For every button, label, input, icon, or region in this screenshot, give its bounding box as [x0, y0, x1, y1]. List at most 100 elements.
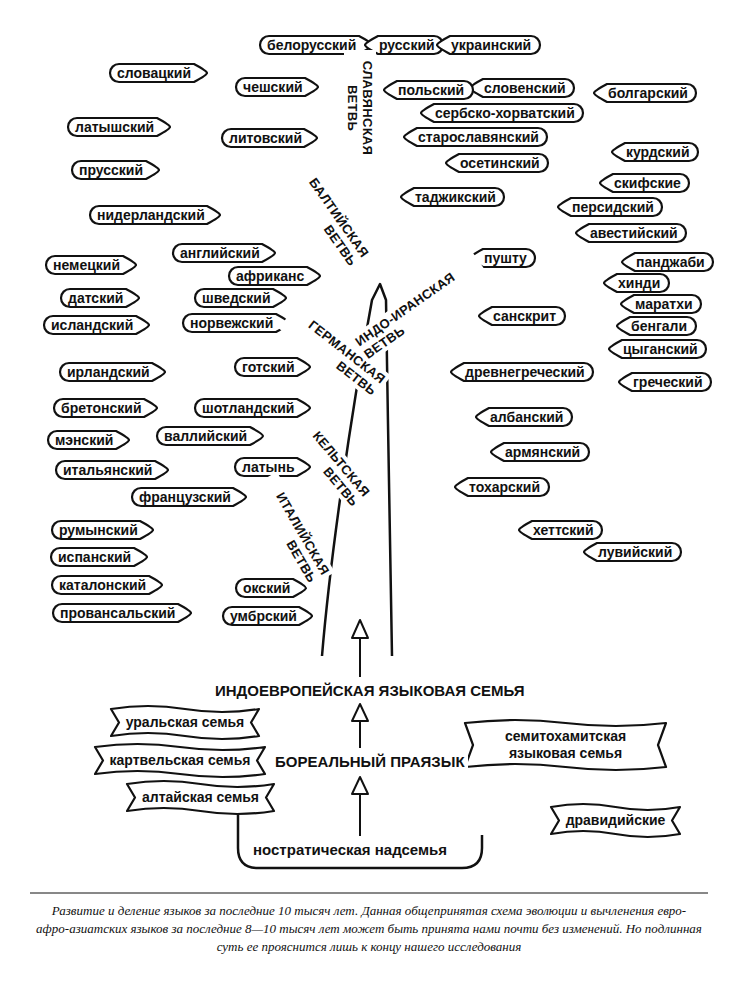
language-leaf: армянский: [490, 442, 590, 462]
branch-label: ИТАЛИЙСКАЯ ВЕТВЬ: [249, 472, 335, 588]
language-name: сербско-хорватский: [435, 105, 576, 121]
language-name: словенский: [484, 80, 567, 96]
caption-rule: [30, 893, 708, 894]
language-name: словацкий: [117, 65, 193, 81]
language-leaf: авестийский: [575, 223, 687, 243]
language-name: семитохамитская языковая семья: [479, 728, 652, 762]
family-ribbon: семитохамитская языковая семья: [465, 719, 666, 771]
language-name: бретонский: [61, 400, 143, 416]
language-leaf: бретонский: [53, 398, 158, 418]
language-name: хеттский: [533, 522, 595, 538]
language-leaf: ирландский: [59, 362, 166, 382]
language-leaf: осетинский: [445, 153, 549, 173]
language-name: готский: [242, 359, 296, 375]
language-name: русский: [379, 37, 436, 53]
language-name: латынь: [242, 459, 296, 475]
language-name: лувийский: [598, 544, 674, 560]
language-name: уральская семья: [125, 714, 245, 731]
language-leaf: персидский: [557, 197, 663, 217]
language-name: хинди: [618, 275, 662, 291]
language-leaf: албанский: [475, 407, 573, 427]
language-leaf: мэнский: [47, 430, 130, 450]
language-leaf: маратхи: [620, 294, 702, 314]
language-name: курдский: [626, 144, 691, 160]
language-leaf: таджикский: [400, 187, 505, 207]
language-name: албанский: [490, 409, 565, 425]
figure-caption: Развитие и деление языков за последние 1…: [36, 902, 702, 956]
language-name: валлийский: [164, 428, 249, 444]
family-ribbon: уральская семья: [111, 705, 259, 740]
language-leaf: нидерландский: [89, 205, 221, 225]
language-leaf: сербско-хорватский: [420, 103, 584, 123]
language-name: тохарский: [469, 479, 542, 495]
language-leaf: африканс: [228, 266, 321, 286]
language-name: исландский: [51, 317, 135, 333]
family-label: ностратическая надсемья: [250, 840, 450, 860]
language-name: латышский: [75, 119, 156, 135]
language-name: литовский: [229, 130, 303, 146]
up-arrow: [352, 620, 368, 677]
language-leaf: словацкий: [109, 63, 208, 83]
language-leaf: каталонский: [51, 575, 163, 595]
language-name: французский: [139, 489, 232, 505]
language-name: каталонский: [59, 577, 148, 593]
language-leaf: тохарский: [454, 477, 550, 497]
root-base: [238, 815, 482, 868]
language-leaf: умбрский: [222, 606, 313, 626]
language-name: таджикский: [415, 189, 497, 205]
language-name: маратхи: [635, 296, 694, 312]
language-leaf: немецкий: [45, 255, 137, 275]
language-leaf: литовский: [221, 128, 318, 148]
language-leaf: прусский: [71, 160, 160, 180]
language-name: болгарский: [608, 85, 689, 101]
language-name: испанский: [58, 549, 133, 565]
language-name: персидский: [572, 199, 655, 215]
language-name: умбрский: [230, 608, 298, 624]
language-name: прусский: [79, 162, 145, 178]
family-label: БОРЕАЛЬНЫЙ ПРАЯЗЫК: [272, 752, 468, 772]
language-leaf: словенский: [469, 78, 575, 98]
language-leaf: провансальский: [52, 603, 192, 623]
language-leaf: лувийский: [583, 542, 682, 562]
language-name: окский: [243, 580, 292, 596]
family-label: ИНДОЕВРОПЕЙСКАЯ ЯЗЫКОВАЯ СЕМЬЯ: [212, 681, 528, 701]
language-leaf: хеттский: [518, 520, 603, 540]
language-name: древнегреческий: [465, 364, 586, 380]
language-name: мэнский: [55, 432, 115, 448]
language-leaf: итальянский: [55, 460, 169, 480]
language-name: санскрит: [493, 308, 558, 324]
language-leaf: русский: [364, 35, 444, 55]
language-name: ирландский: [67, 364, 151, 380]
language-name: алтайская семья: [141, 789, 260, 806]
language-leaf: шведский: [194, 288, 287, 308]
language-leaf: скифские: [599, 173, 690, 193]
language-leaf: латышский: [67, 117, 171, 137]
language-leaf: датский: [60, 288, 140, 308]
up-arrow: [352, 704, 368, 748]
language-leaf: румынский: [51, 520, 154, 540]
language-name: авестийский: [590, 225, 679, 241]
language-leaf: польский: [383, 80, 474, 100]
language-name: нидерландский: [97, 207, 206, 223]
language-leaf: цыганский: [608, 339, 707, 359]
language-name: украинский: [451, 37, 533, 53]
language-leaf: английский: [172, 243, 276, 263]
branch-label: БАЛТИЙСКАЯ ВЕТВЬ: [282, 158, 375, 271]
language-leaf: испанский: [50, 547, 148, 567]
language-name: панджаби: [636, 254, 706, 270]
language-name: армянский: [505, 444, 582, 460]
language-name: картвельская семья: [109, 752, 251, 769]
family-ribbon: алтайская семья: [127, 780, 274, 815]
language-name: африканс: [236, 268, 306, 284]
language-name: провансальский: [60, 605, 177, 621]
language-leaf: древнегреческий: [450, 362, 594, 382]
language-leaf: шотландский: [194, 398, 311, 418]
family-ribbon: дравидийские: [551, 803, 680, 838]
language-leaf: украинский: [436, 35, 541, 55]
language-leaf: курдский: [611, 142, 699, 162]
language-name: цыганский: [623, 341, 699, 357]
language-name: пушту: [484, 250, 528, 266]
language-name: английский: [180, 245, 261, 261]
up-arrow: [352, 777, 368, 836]
